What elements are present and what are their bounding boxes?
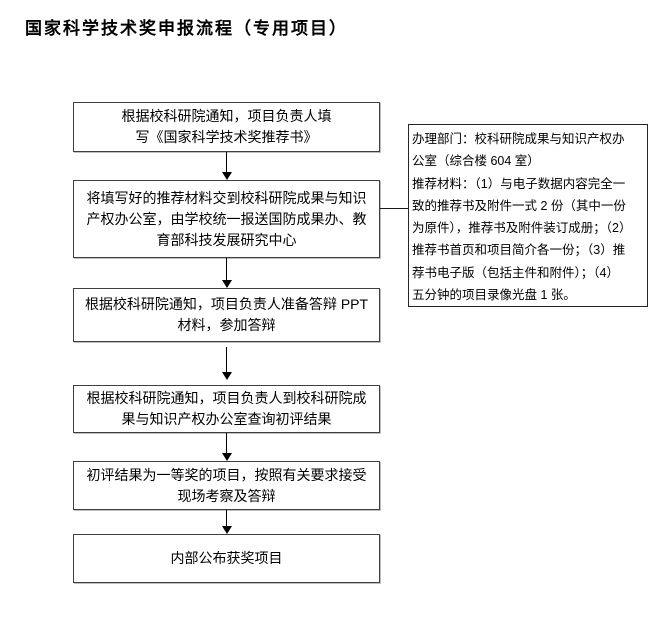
flow-step-2: 将填写好的推荐材料交到校科研院成果与知识 产权办公室，由学校统一报送国防成果办、…: [73, 180, 380, 258]
arrow-down-icon-2: [221, 258, 232, 288]
note-connector-line: [380, 208, 408, 209]
arrow-head: [221, 453, 232, 461]
page-title: 国家科学技术奖申报流程（专用项目）: [25, 19, 348, 38]
arrow-head: [221, 280, 232, 288]
arrow-shaft: [226, 510, 227, 526]
arrow-down-icon-5: [221, 510, 232, 534]
arrow-head: [221, 526, 232, 534]
flow-step-6: 内部公布获奖项目: [73, 534, 380, 583]
arrow-down-icon-4: [221, 433, 232, 461]
flow-step-3: 根据校科研院通知，项目负责人准备答辩 PPT 材料，参加答辩: [73, 288, 380, 342]
flow-step-1: 根据校科研院通知，项目负责人填 写《国家科学技术奖推荐书》: [73, 102, 380, 152]
flow-step-4: 根据校科研院通知，项目负责人到校科研院成 果与知识产权办公室查询初评结果: [73, 385, 380, 433]
arrow-head: [221, 372, 232, 380]
arrow-shaft: [226, 258, 227, 280]
arrow-down-icon-3: [221, 347, 232, 380]
arrow-shaft: [226, 433, 227, 453]
arrow-shaft: [226, 152, 227, 172]
arrow-head: [221, 172, 232, 180]
note-box: 办理部门：校科研院成果与知识产权办 公室（综合楼 604 室） 推荐材料：（1）…: [408, 124, 648, 307]
arrow-shaft: [226, 347, 227, 372]
arrow-down-icon-1: [221, 152, 232, 180]
flow-step-5: 初评结果为一等奖的项目，按照有关要求接受 现场考察及答辩: [73, 461, 380, 510]
